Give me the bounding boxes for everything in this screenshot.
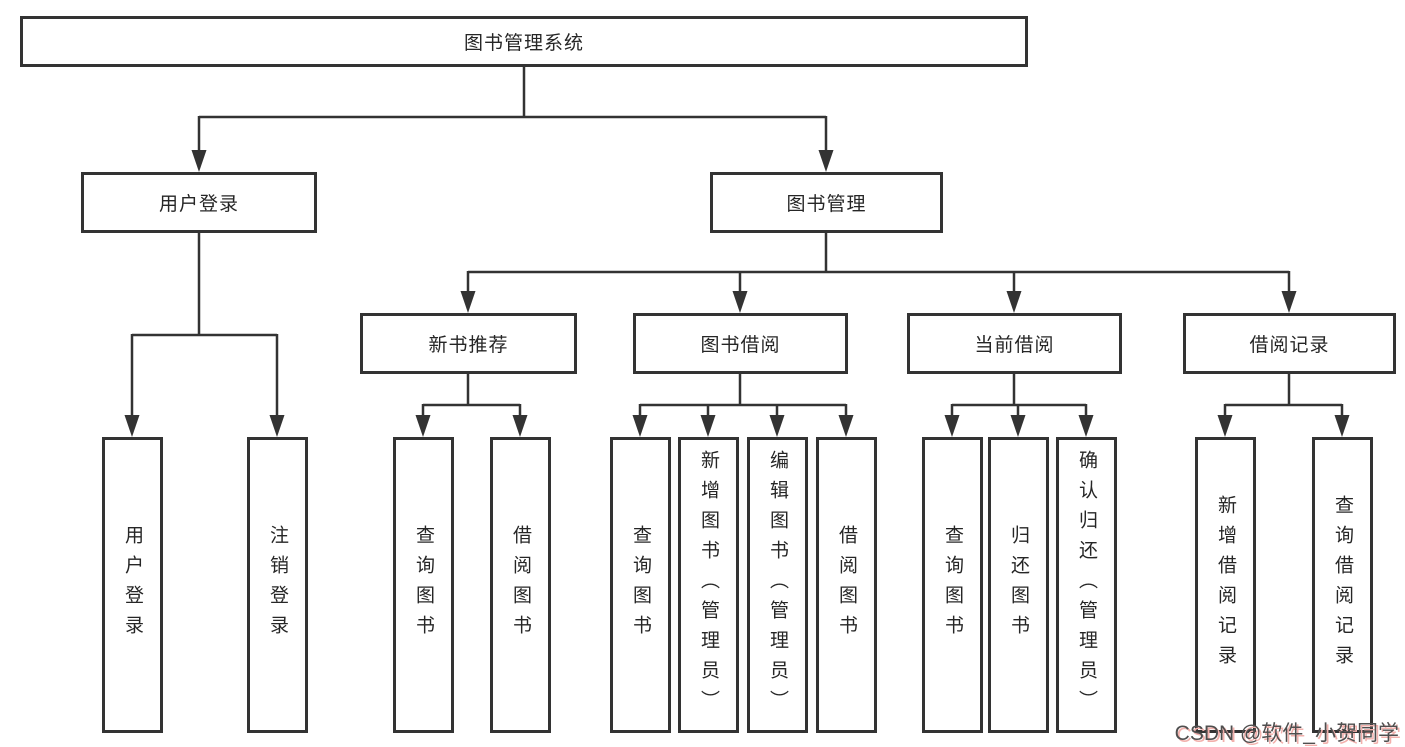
- node-user-login: 用户登录: [81, 172, 317, 233]
- leaf-add-book-admin: 新增图书（管理员）: [678, 437, 739, 733]
- edge-bookborrow-to-leaves: [638, 374, 848, 417]
- arrow-down-icon: [460, 291, 476, 313]
- leaf-logout-label: 注销登录: [267, 525, 288, 645]
- leaf-edit-book-admin: 编辑图书（管理员）: [747, 437, 808, 733]
- leaf-query-books-borrow-label: 查询图书: [630, 525, 651, 645]
- arrow-down-icon: [1334, 415, 1350, 437]
- node-borrow-record-label: 借阅记录: [1249, 335, 1330, 356]
- leaf-return-book: 归还图书: [988, 437, 1049, 733]
- leaf-borrow-books-label: 借阅图书: [836, 525, 857, 645]
- arrow-down-icon: [944, 415, 960, 437]
- leaf-edit-book-admin-label: 编辑图书（管理员）: [767, 450, 788, 720]
- arrow-down-icon: [1078, 415, 1094, 437]
- node-borrow-record: 借阅记录: [1183, 313, 1396, 374]
- leaf-query-borrow-record: 查询借阅记录: [1312, 437, 1373, 733]
- node-book-borrow-label: 图书借阅: [700, 335, 781, 356]
- arrow-down-icon: [1217, 415, 1233, 437]
- node-root-system: 图书管理系统: [20, 16, 1028, 67]
- leaf-query-books-borrow: 查询图书: [610, 437, 671, 733]
- arrow-down-icon: [769, 415, 785, 437]
- leaf-query-books-recommend: 查询图书: [393, 437, 454, 733]
- leaf-query-borrow-record-label: 查询借阅记录: [1332, 495, 1353, 675]
- arrow-down-icon: [512, 415, 528, 437]
- leaf-add-borrow-record: 新增借阅记录: [1195, 437, 1256, 733]
- arrow-down-icon: [1010, 415, 1026, 437]
- node-book-management: 图书管理: [710, 172, 943, 233]
- node-current-borrow: 当前借阅: [907, 313, 1122, 374]
- edge-newbookrec-to-leaves: [421, 374, 522, 417]
- arrow-down-icon: [838, 415, 854, 437]
- leaf-user-login-label: 用户登录: [122, 525, 143, 645]
- watermark: CSDN @软件_小贺同学: [1174, 722, 1399, 745]
- leaf-borrow-books-recommend: 借阅图书: [490, 437, 551, 733]
- node-root-label: 图书管理系统: [463, 33, 584, 54]
- arrow-down-icon: [818, 150, 834, 172]
- leaf-query-books-current-label: 查询图书: [942, 525, 963, 645]
- node-book-borrow: 图书借阅: [633, 313, 848, 374]
- arrow-down-icon: [191, 150, 207, 172]
- node-current-borrow-label: 当前借阅: [974, 335, 1055, 356]
- arrow-down-icon: [1281, 291, 1297, 313]
- edge-currentborrow-to-leaves: [950, 374, 1088, 417]
- leaf-query-books-current: 查询图书: [922, 437, 983, 733]
- leaf-borrow-books: 借阅图书: [816, 437, 877, 733]
- edge-userlogin-to-leaves: [130, 233, 279, 417]
- leaf-confirm-return-admin-label: 确认归还（管理员）: [1076, 450, 1097, 720]
- arrow-down-icon: [269, 415, 285, 437]
- leaf-logout: 注销登录: [247, 437, 308, 733]
- leaf-return-book-label: 归还图书: [1008, 525, 1029, 645]
- node-book-management-label: 图书管理: [786, 194, 867, 215]
- leaf-add-borrow-record-label: 新增借阅记录: [1215, 495, 1236, 675]
- arrow-down-icon: [124, 415, 140, 437]
- leaf-borrow-books-recommend-label: 借阅图书: [510, 525, 531, 645]
- arrow-down-icon: [732, 291, 748, 313]
- arrow-down-icon: [1006, 291, 1022, 313]
- node-user-login-label: 用户登录: [158, 194, 239, 215]
- leaf-query-books-recommend-label: 查询图书: [413, 525, 434, 645]
- arrow-down-icon: [415, 415, 431, 437]
- leaf-confirm-return-admin: 确认归还（管理员）: [1056, 437, 1117, 733]
- node-new-book-recommend: 新书推荐: [360, 313, 577, 374]
- arrow-down-icon: [632, 415, 648, 437]
- edge-borrowrecord-to-leaves: [1223, 374, 1344, 417]
- node-new-book-recommend-label: 新书推荐: [428, 335, 509, 356]
- leaf-user-login: 用户登录: [102, 437, 163, 733]
- leaf-add-book-admin-label: 新增图书（管理员）: [698, 450, 719, 720]
- arrow-down-icon: [700, 415, 716, 437]
- edge-bookmgmt-to-level3: [466, 233, 1291, 293]
- edge-root-to-level2: [197, 67, 828, 152]
